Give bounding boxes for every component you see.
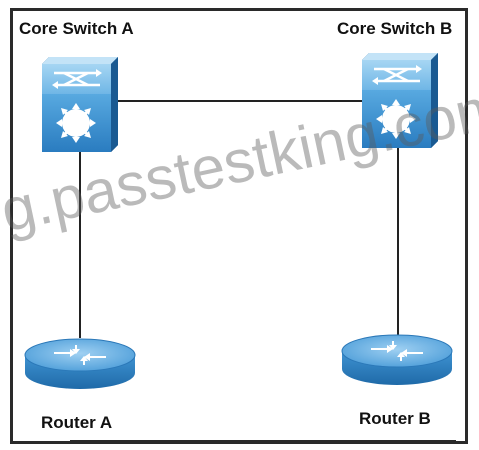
router-b-icon — [341, 334, 453, 385]
core-switch-a-icon — [42, 57, 118, 152]
core-switch-b-icon — [362, 53, 438, 148]
core-switch-b-label: Core Switch B — [337, 19, 453, 38]
router-a-label: Router A — [41, 413, 113, 432]
core-switch-a-label: Core Switch A — [19, 19, 134, 38]
router-a-icon — [24, 338, 136, 389]
router-b-label: Router B — [359, 409, 431, 428]
diagram-frame — [10, 8, 468, 444]
bottom-rule — [70, 440, 456, 442]
